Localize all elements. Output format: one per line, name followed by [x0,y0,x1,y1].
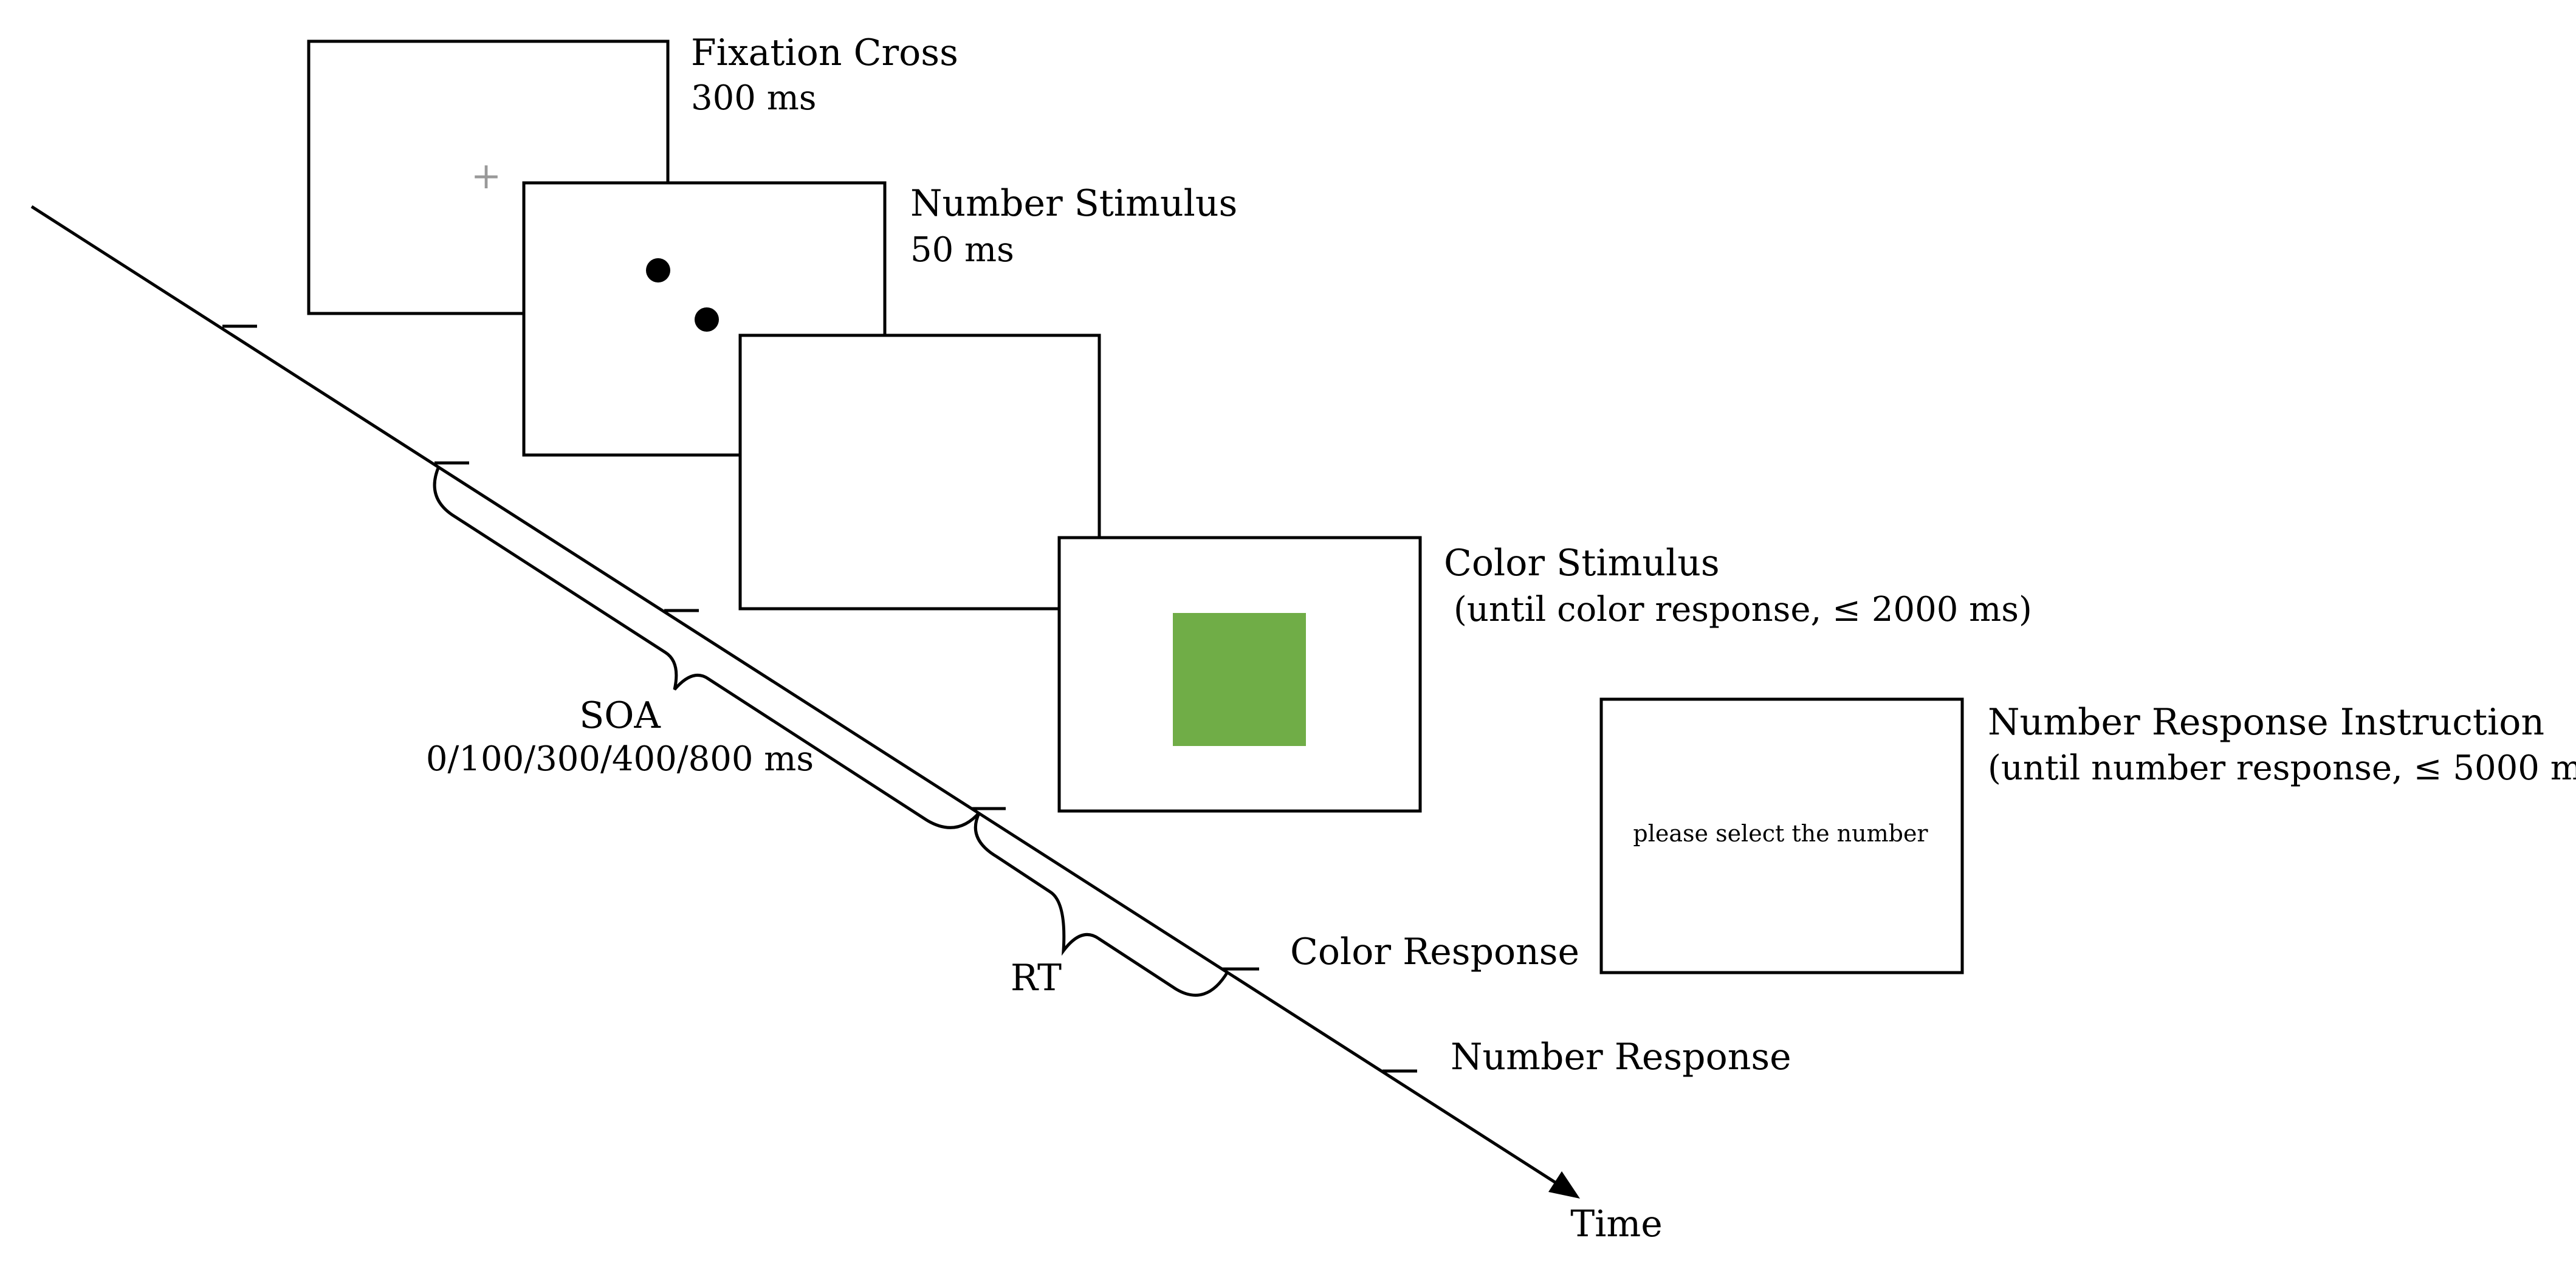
fixation-duration: 300 ms [691,78,817,118]
instruction-screen-frame [1599,697,1964,974]
fixation-cross-icon: + [471,155,501,197]
stimulus-dot [695,307,719,332]
time-axis-arrowhead [1548,1171,1580,1199]
stimulus-dot [646,258,670,282]
rt-label: RT [1011,957,1062,999]
number-response-label: Number Response [1451,1036,1791,1078]
time-axis [30,205,1560,1186]
color-square [1173,613,1306,746]
rt-brace [974,811,1229,997]
soa-brace [433,466,981,829]
soa-values: 0/100/300/400/800 ms [426,739,814,779]
color-stimulus-duration: (until color response, ≤ 2000 ms) [1454,590,2032,629]
color-stimulus-title: Color Stimulus [1444,542,1720,584]
instruction-screen: please select the number [1599,697,1964,974]
soa-label: SOA [579,694,661,737]
blank-screen [738,334,1101,611]
instruction-duration: (until number response, ≤ 5000 ms) [1988,748,2576,788]
color-stimulus-screen [1057,536,1422,813]
fixation-title: Fixation Cross [691,32,958,74]
time-axis-label: Time [1570,1203,1663,1245]
instruction-prompt: please select the number [1633,820,1928,847]
instruction-title: Number Response Instruction [1988,701,2544,744]
timeline-ticks [222,324,1417,1073]
color-response-label: Color Response [1290,931,1579,973]
number-stimulus-title: Number Stimulus [910,182,1237,225]
number-stimulus-duration: 50 ms [910,230,1014,270]
